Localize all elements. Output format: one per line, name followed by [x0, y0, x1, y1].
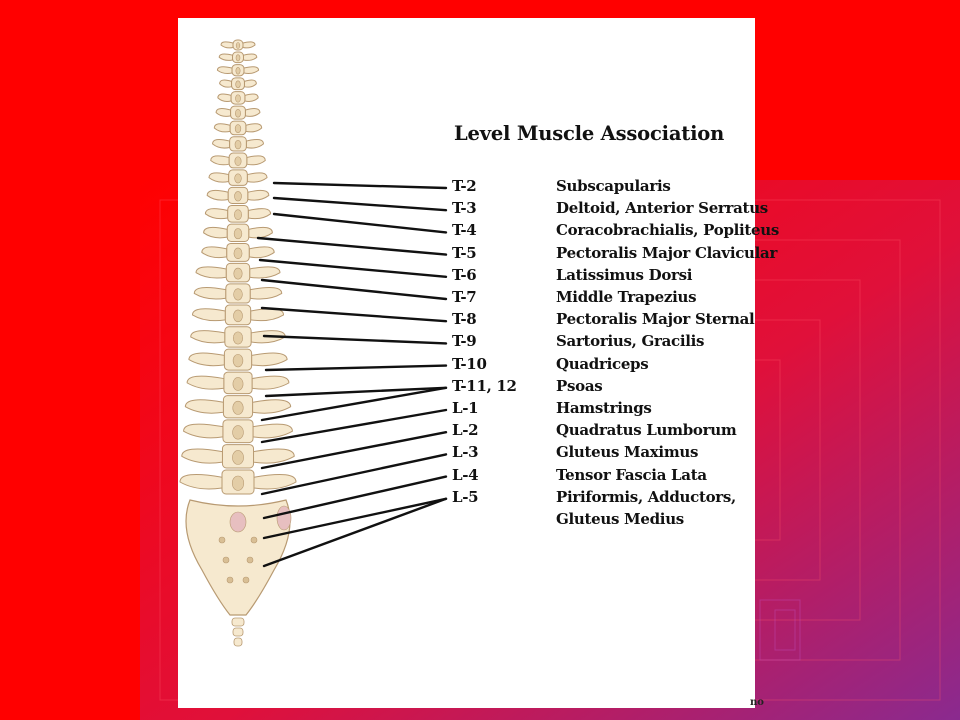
diagram-heading: Level Muscle Association — [454, 122, 725, 145]
level-label: T-11, 12 — [452, 376, 517, 395]
leader-line — [256, 236, 448, 256]
vertebra — [213, 120, 263, 136]
muscle-label: Quadratus Lumborum — [556, 421, 737, 440]
leader-line — [258, 258, 448, 278]
vertebra — [201, 242, 275, 262]
sacroiliac-joint — [276, 505, 292, 531]
muscle-label: Psoas — [556, 376, 603, 395]
muscle-label: Deltoid, Anterior Serratus — [556, 199, 768, 218]
diagram-panel: Level Muscle Association T-2 Subscapulari… — [178, 18, 779, 708]
vertebra — [179, 469, 297, 495]
muscle-label: Subscapularis — [556, 177, 671, 195]
muscle-label: Quadriceps — [556, 354, 649, 373]
vertebra — [181, 444, 295, 469]
sacral-foramen — [250, 536, 258, 544]
leader-line — [260, 306, 448, 323]
leader-line — [272, 181, 448, 190]
coccyx-segment — [231, 617, 245, 627]
leader-line — [262, 475, 448, 520]
sacral-foramen — [242, 576, 250, 584]
vertebra — [210, 152, 266, 169]
leader-line — [262, 497, 448, 568]
muscle-label: Pectoralis Major Clavicular — [556, 243, 778, 262]
level-label: T-3 — [452, 199, 477, 218]
vertebra — [195, 262, 281, 283]
muscle-label: Sartorius, Gracilis — [556, 332, 705, 351]
vertebra — [218, 51, 258, 64]
vertebra — [206, 186, 270, 204]
vertebra — [208, 169, 268, 186]
muscle-label: Middle Trapezius — [556, 288, 697, 306]
leader-line — [262, 497, 448, 540]
level-label: T-6 — [452, 265, 477, 284]
leader-line — [260, 408, 448, 444]
level-label: T-2 — [452, 177, 477, 195]
leader-line — [272, 212, 448, 234]
muscle-label: Gluteus Medius — [556, 510, 684, 528]
leader-line — [260, 453, 448, 496]
spine-illustration — [179, 39, 448, 647]
leader-line — [262, 334, 448, 345]
sacral-foramen — [218, 536, 226, 544]
muscle-label: Coracobrachialis, Popliteus — [556, 221, 780, 240]
sacral-foramen — [226, 576, 234, 584]
muscle-label: Gluteus Maximus — [556, 443, 699, 462]
muscle-label: Pectoralis Major Sternal — [556, 310, 755, 329]
level-label: T-7 — [452, 288, 477, 306]
level-label: L-2 — [452, 421, 479, 440]
vertebra — [183, 419, 293, 444]
leader-line — [260, 278, 448, 301]
vertebra — [217, 91, 259, 105]
vertebra — [184, 395, 292, 419]
sacral-canal — [229, 511, 247, 533]
level-label: L-1 — [452, 399, 479, 417]
vertebra — [219, 77, 257, 91]
leader-line — [264, 386, 448, 398]
level-label: T-4 — [452, 221, 477, 240]
level-label: T-9 — [452, 332, 477, 351]
vertebra — [191, 304, 285, 326]
vertebra — [212, 136, 264, 152]
level-label: L-5 — [452, 487, 479, 506]
coccyx-segment — [233, 637, 243, 647]
vertebra — [188, 348, 288, 371]
vertebra — [220, 39, 256, 51]
vertebra — [203, 223, 273, 242]
leader-lines — [256, 181, 448, 568]
level-label: L-4 — [452, 465, 479, 484]
leader-line — [260, 386, 448, 422]
vertebra — [204, 204, 272, 223]
spine-illustration — [179, 39, 297, 647]
leader-line — [260, 431, 448, 470]
leader-line — [264, 364, 448, 372]
level-label: T-8 — [452, 310, 477, 329]
vertebra — [193, 283, 283, 304]
vertebra — [215, 105, 261, 120]
vertebra — [216, 64, 260, 77]
muscle-label: Hamstrings — [556, 399, 652, 417]
sacral-foramen — [246, 556, 254, 564]
muscle-label: Latissimus Dorsi — [556, 265, 693, 284]
level-label: T-5 — [452, 243, 477, 262]
coccyx-segment — [232, 627, 244, 637]
credit-text: no — [750, 697, 764, 708]
vertebra — [186, 371, 290, 395]
level-label: T-10 — [452, 354, 487, 373]
sacral-foramen — [222, 556, 230, 564]
muscle-label: Tensor Fascia Lata — [556, 465, 707, 484]
sacrum — [185, 499, 291, 616]
leader-line — [272, 196, 448, 212]
level-label: L-3 — [452, 443, 479, 462]
muscle-label: Piriformis, Adductors, — [556, 487, 736, 506]
